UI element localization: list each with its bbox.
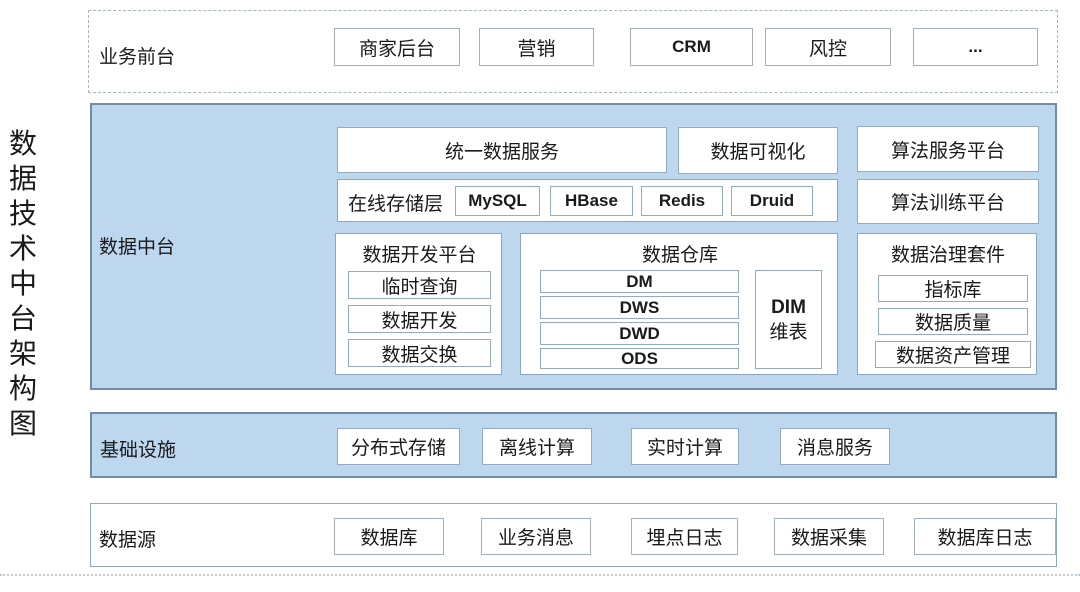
box-database: 数据库 — [334, 518, 444, 555]
box-risk-control: 风控 — [765, 28, 891, 66]
section-infrastructure: 基础设施 分布式存储 离线计算 实时计算 消息服务 — [90, 412, 1057, 478]
box-data-quality: 数据质量 — [878, 308, 1028, 335]
panel-data-dev-platform: 数据开发平台 临时查询 数据开发 数据交换 — [335, 233, 502, 375]
box-adhoc-query: 临时查询 — [348, 271, 491, 299]
box-layer-dm: DM — [540, 270, 739, 293]
panel-data-warehouse: 数据仓库 DM DWS DWD ODS DIM 维表 — [520, 233, 838, 375]
box-more-ellipsis: ... — [913, 28, 1038, 66]
box-druid: Druid — [731, 186, 813, 216]
box-tracking-log: 埋点日志 — [631, 518, 738, 555]
box-unified-data-service: 统一数据服务 — [337, 127, 667, 173]
data-governance-title: 数据治理套件 — [890, 244, 1005, 266]
panel-online-storage-layer: 在线存储层 MySQL HBase Redis Druid — [337, 179, 838, 222]
box-data-exchange: 数据交换 — [348, 339, 491, 367]
box-realtime-computing: 实时计算 — [631, 428, 739, 465]
box-layer-ods: ODS — [540, 348, 739, 369]
box-dim-table: DIM 维表 — [755, 270, 822, 369]
infrastructure-label: 基础设施 — [100, 439, 177, 461]
box-message-service: 消息服务 — [780, 428, 890, 465]
bottom-dotted-divider — [0, 574, 1080, 576]
box-layer-dws: DWS — [540, 296, 739, 319]
box-layer-dwd: DWD — [540, 322, 739, 345]
business-front-label: 业务前台 — [99, 46, 176, 68]
box-merchant-backend: 商家后台 — [334, 28, 460, 66]
box-mysql: MySQL — [455, 186, 540, 216]
section-data-middle: 数据中台 统一数据服务 数据可视化 算法服务平台 在线存储层 MySQL HBa… — [90, 103, 1057, 390]
box-data-development: 数据开发 — [348, 305, 491, 333]
box-business-message: 业务消息 — [481, 518, 591, 555]
box-algo-training-platform: 算法训练平台 — [857, 179, 1039, 224]
box-metric-store: 指标库 — [878, 275, 1028, 302]
box-marketing: 营销 — [479, 28, 594, 66]
box-data-asset-management: 数据资产管理 — [875, 341, 1031, 368]
panel-data-governance: 数据治理套件 指标库 数据质量 数据资产管理 — [857, 233, 1037, 375]
data-middle-label: 数据中台 — [99, 236, 176, 258]
box-redis: Redis — [641, 186, 723, 216]
box-database-log: 数据库日志 — [914, 518, 1056, 555]
section-data-source: 数据源 数据库 业务消息 埋点日志 数据采集 数据库日志 — [90, 503, 1057, 567]
box-hbase: HBase — [550, 186, 633, 216]
online-storage-label: 在线存储层 — [348, 193, 444, 215]
box-offline-computing: 离线计算 — [482, 428, 592, 465]
box-data-collection: 数据采集 — [774, 518, 884, 555]
diagram-title: 数据技术中台架构图 — [8, 127, 37, 440]
data-source-label: 数据源 — [99, 529, 157, 551]
box-distributed-storage: 分布式存储 — [337, 428, 460, 465]
box-crm: CRM — [630, 28, 753, 66]
box-algo-service-platform: 算法服务平台 — [857, 126, 1039, 172]
box-data-visualization: 数据可视化 — [678, 127, 838, 174]
data-dev-platform-title: 数据开发平台 — [362, 244, 477, 266]
section-business-front: 业务前台 商家后台 营销 CRM 风控 ... — [88, 10, 1058, 93]
data-warehouse-title: 数据仓库 — [641, 244, 718, 266]
dim-line1: DIM — [771, 296, 806, 318]
dim-line2: 维表 — [769, 320, 808, 343]
